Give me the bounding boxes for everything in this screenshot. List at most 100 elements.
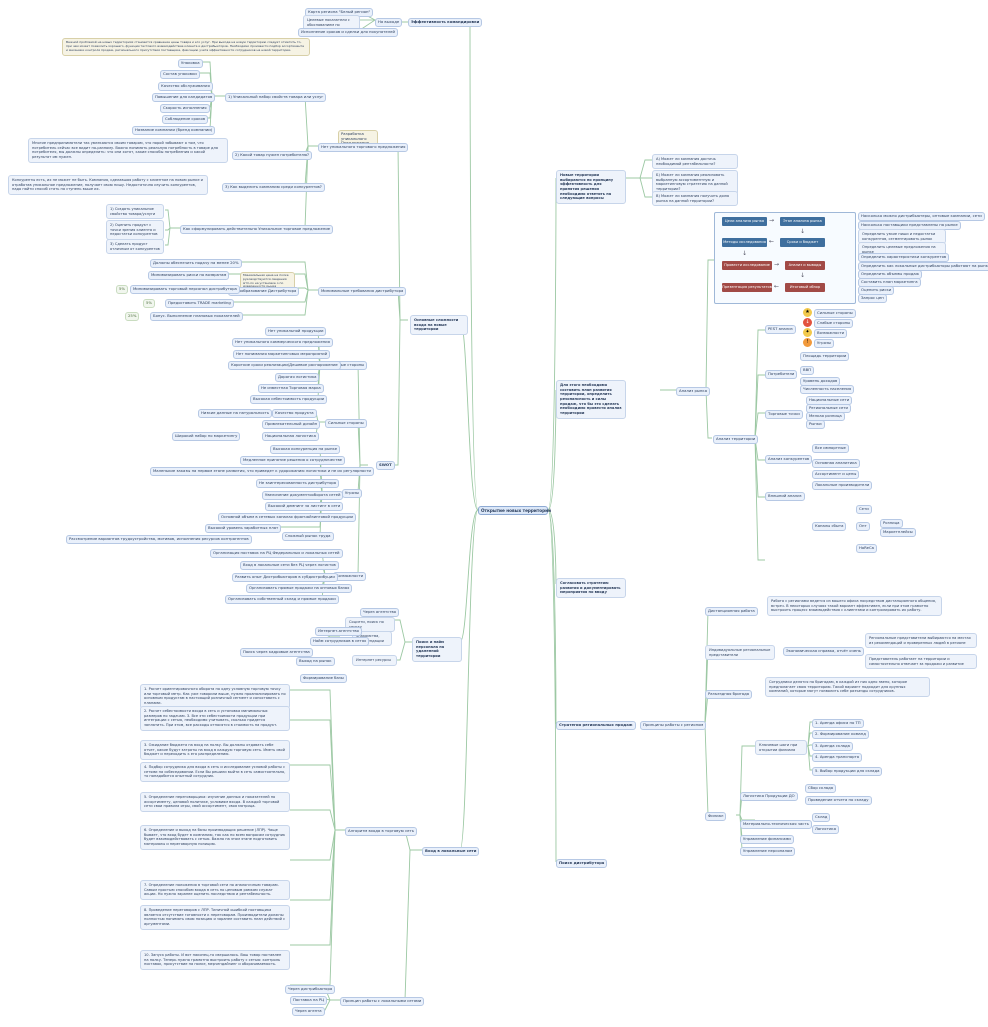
finance[interactable]: Управление финансами bbox=[740, 835, 794, 844]
q4-item[interactable]: 3) Сделать продукт отличным от конкурент… bbox=[106, 239, 164, 255]
node-regional-principles[interactable]: Принципы работы с регионом bbox=[640, 721, 707, 730]
node-entry[interactable]: Вход в локальные сети bbox=[422, 847, 480, 856]
branch-step[interactable]: 4. Аренда транспорта bbox=[812, 753, 863, 762]
q1-item[interactable]: Повышение для кандидатов bbox=[152, 93, 216, 102]
threat-item[interactable]: Основной объем в сетевых каналах франчай… bbox=[218, 513, 357, 522]
weak-item[interactable]: Нет уникального коммерческого предложени… bbox=[232, 338, 333, 347]
pest-item[interactable]: Слабые стороны bbox=[814, 319, 854, 328]
q4-item[interactable]: 2) Оценить продукт с точки зрения клиент… bbox=[106, 220, 164, 241]
node-partners[interactable]: Поиск и найм персонала на удаленной терр… bbox=[412, 637, 462, 662]
checklist-item[interactable]: Запрос цен bbox=[858, 294, 887, 303]
node-consumers[interactable]: Потребители bbox=[765, 370, 798, 379]
opp-item[interactable]: Развить опыт Дистрибьюторов в субдистриб… bbox=[232, 573, 338, 582]
strong-side[interactable]: Низкие данные на натуральность bbox=[198, 409, 273, 418]
weak-item[interactable]: Дорогая логистика bbox=[275, 373, 320, 382]
q1-item[interactable]: Упаковка bbox=[178, 59, 203, 68]
minreq-item[interactable]: Должны обеспечить подачу на менее 20% bbox=[150, 259, 242, 268]
log-sub-item[interactable]: Логистика bbox=[812, 825, 840, 834]
root-node[interactable]: Открытие новых территорий bbox=[478, 506, 551, 516]
diagram-node[interactable]: Этап анализа рынка bbox=[780, 217, 825, 226]
personnel[interactable]: Управление персоналом bbox=[740, 847, 796, 856]
node-complexity-q4[interactable]: Как сформулировать действительно Уникаль… bbox=[180, 225, 334, 234]
partners-hr[interactable]: Найм сотрудников в сетях bbox=[310, 637, 370, 646]
opp-item[interactable]: Организация поставок на РЦ Федеральных и… bbox=[210, 549, 343, 558]
strong-side[interactable]: Широкий набор по маркетингу bbox=[172, 432, 241, 441]
regional-distance[interactable]: Дистанционная работа bbox=[705, 607, 758, 616]
node-efficiency-todo[interactable]: На выходе bbox=[375, 18, 403, 27]
threat-item[interactable]: Увеличение документооборота сетей bbox=[262, 491, 344, 500]
strong-item[interactable]: Качество продукта bbox=[272, 409, 317, 418]
comp-item[interactable]: Ассортимент и цены bbox=[812, 470, 860, 479]
node-external[interactable]: Внешний анализ bbox=[765, 492, 805, 501]
weak-item[interactable]: Нет понимания маркетинговых мероприятий bbox=[233, 350, 331, 359]
diagram-node[interactable]: Цели анализа рынка bbox=[722, 217, 767, 226]
branch-step[interactable]: 5. Выбор продукции для склада bbox=[812, 767, 883, 776]
q4-item[interactable]: 1) Создать уникальное свойство товара/ус… bbox=[106, 204, 164, 220]
node-entry-algo[interactable]: Алгоритм входа в торговую сеть bbox=[345, 827, 417, 836]
log-sub-item[interactable]: Склад bbox=[812, 813, 831, 822]
checklist-item[interactable]: Определить как локальные дистрибьюторы р… bbox=[858, 262, 988, 271]
node-complexity-unique[interactable]: Нет уникального торгового предложения bbox=[318, 143, 409, 152]
channel-item[interactable]: Маркетплейсы bbox=[880, 528, 916, 537]
strong-item[interactable]: Национальная логистика bbox=[262, 432, 319, 441]
comp-item[interactable]: Все импортные bbox=[812, 444, 849, 453]
terr-label[interactable]: Анализ территории bbox=[713, 435, 759, 444]
threat-item[interactable]: Высокая конкуренция на рынке bbox=[270, 445, 341, 454]
node-complexity-minreq[interactable]: Минимальные требования дистрибутора bbox=[318, 287, 407, 296]
channel-item[interactable]: Сети bbox=[856, 505, 872, 514]
node-regional[interactable]: Стратегия региональных продаж bbox=[556, 721, 636, 730]
minreq-item[interactable]: Минимизировать торговый персонал дистриб… bbox=[130, 285, 240, 294]
pest-item[interactable]: Сильные стороны bbox=[814, 309, 856, 318]
comp-item[interactable]: Основная аналитика bbox=[812, 459, 860, 468]
consumer-item[interactable]: Численность населения bbox=[800, 385, 855, 394]
node-pest[interactable]: PEST анализ bbox=[765, 325, 796, 334]
partners-item[interactable]: Через агентство bbox=[360, 608, 400, 617]
weak-item[interactable]: Короткие сроки реализации/Дешевое распор… bbox=[228, 361, 341, 370]
threat-item[interactable]: Не заинтересованность дистрибутора bbox=[256, 479, 340, 488]
log-sub[interactable]: Материально-техническая часть bbox=[740, 820, 812, 829]
regional-dev[interactable]: Разъездная бригада bbox=[705, 690, 753, 699]
minreq-item[interactable]: Предоставить TRADE marketing bbox=[165, 299, 234, 308]
node-criteria[interactable]: Новые территории выбираются по принципу … bbox=[556, 170, 626, 205]
pest-item[interactable]: Угрозы bbox=[814, 339, 835, 348]
diagram-node[interactable]: Сроки и бюджет bbox=[780, 238, 825, 247]
consumer-item[interactable]: ВВП bbox=[800, 366, 815, 375]
diagram-node[interactable]: Анализ и выводы bbox=[785, 261, 825, 270]
node-complexity[interactable]: Основные сложности входа на новые террит… bbox=[410, 315, 468, 336]
threat-item[interactable]: Сложный рынок труда bbox=[282, 532, 334, 541]
comp-item[interactable]: Локальные производители bbox=[812, 481, 873, 490]
logistics[interactable]: Логистика Продукции ДО bbox=[740, 792, 798, 801]
channel-item[interactable]: Опт bbox=[856, 522, 870, 531]
consumer-item[interactable]: Площадь территории bbox=[800, 352, 850, 361]
criteria-item[interactable]: В) Может ли компания получить долю рынка… bbox=[652, 191, 738, 207]
threat-side[interactable]: Рассмотрение вариантов трудоустройства, … bbox=[66, 535, 252, 544]
node-swot-threats[interactable]: Угрозы bbox=[342, 489, 363, 498]
node-tt[interactable]: Торговые точки bbox=[765, 410, 803, 419]
node-channels[interactable]: Каналы сбыта bbox=[812, 522, 847, 531]
diagram-node[interactable]: Итоговый обзор bbox=[785, 283, 825, 292]
checklist-item[interactable]: Определить характеристики конкурентов bbox=[858, 253, 950, 262]
node-entry-principle[interactable]: Принцип работы с локальными сетями bbox=[340, 997, 425, 1006]
threat-item[interactable]: Маленькие заказы на первом этапе развити… bbox=[150, 467, 375, 476]
weak-item[interactable]: Не известная Торговая марка bbox=[258, 384, 324, 393]
opp-item[interactable]: Вход в локальные сети без РЦ через логис… bbox=[240, 561, 339, 570]
opp-item[interactable]: Организовать собственный склад и прямые … bbox=[225, 595, 339, 604]
principle-item[interactable]: Через дистрибьютора bbox=[285, 985, 336, 994]
partners-sub[interactable]: Поиск через кадровые агентства bbox=[240, 648, 313, 657]
branch-group[interactable]: Ключевые шаги при открытии филиала bbox=[755, 740, 807, 756]
tt-item[interactable]: Мелкая розница bbox=[806, 412, 845, 421]
q1-item[interactable]: Соблюдение сроков bbox=[162, 115, 209, 124]
q1-item[interactable]: Качество обслуживания bbox=[158, 82, 213, 91]
node-complexity-q3[interactable]: 3) Как выделить компанию среди конкурент… bbox=[222, 183, 325, 192]
checklist-item[interactable]: Определить узкие ниши и недостатки конку… bbox=[858, 229, 946, 245]
minreq-item[interactable]: Минимизировать риски по возвратам bbox=[148, 271, 230, 280]
analysis-label[interactable]: Анализ рынка bbox=[676, 387, 711, 396]
pest-item[interactable]: Возможности bbox=[814, 329, 848, 338]
branch-step[interactable]: 1. Аренда офиса по ТП bbox=[812, 719, 864, 728]
weak-item[interactable]: Нет уникальной продукции bbox=[265, 327, 327, 336]
q1-item[interactable]: Скорость исполнения bbox=[160, 104, 210, 113]
diagram-node[interactable]: Методы исследования bbox=[722, 238, 767, 247]
regional-branch[interactable]: Филиал bbox=[705, 812, 727, 821]
diagram-node[interactable]: Презентация результатов bbox=[722, 283, 772, 292]
partners-item[interactable]: Интернет ресурсы bbox=[352, 655, 397, 666]
